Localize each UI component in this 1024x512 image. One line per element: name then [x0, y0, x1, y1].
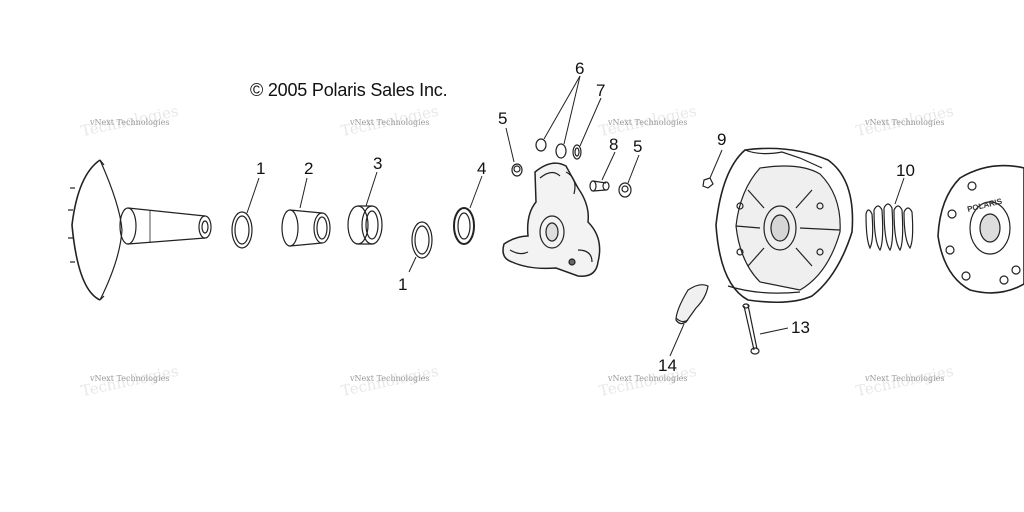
watermark: vNext Technologies: [350, 118, 430, 127]
callout-10: 10: [896, 161, 915, 180]
bushing-3: [347, 205, 383, 245]
washer-6b: [555, 143, 567, 159]
callout-2: 2: [304, 159, 314, 178]
cover-logo: POLARIS: [966, 196, 1003, 213]
watermark: vNext Technologies: [608, 374, 688, 383]
spring-10: [865, 203, 914, 252]
nut-9: [702, 177, 714, 189]
callout-3: 3: [373, 154, 383, 173]
washer-1b: [411, 221, 433, 259]
bolt-13: [742, 303, 760, 355]
callout-6: 6: [575, 59, 585, 78]
callout-8: 8: [609, 135, 619, 154]
callout-4: 4: [477, 159, 487, 178]
callout-1-lower: 1: [398, 275, 408, 294]
callout-1: 1: [256, 159, 266, 178]
roller-5b: [618, 182, 632, 198]
spider-assembly: [502, 162, 601, 277]
roller-5a: [511, 163, 523, 177]
movable-sheave: [715, 147, 854, 304]
cam-weight-14: [675, 284, 709, 325]
washer-1a: [231, 211, 253, 249]
callout-13: 13: [791, 318, 810, 337]
watermark: vNext Technologies: [350, 374, 430, 383]
callout-5-left: 5: [498, 109, 508, 128]
callout-9: 9: [717, 130, 727, 149]
washer-6a: [535, 138, 547, 152]
callout-5-right: 5: [633, 137, 643, 156]
ring-4: [453, 207, 475, 245]
watermark: vNext Technologies: [865, 374, 945, 383]
leader-lines: [246, 75, 905, 357]
callout-14: 14: [658, 356, 677, 375]
watermark: vNext Technologies: [608, 118, 688, 127]
watermark: vNext Technologies: [90, 374, 170, 383]
washer-7: [572, 144, 582, 160]
fixed-sheave-shaft: [68, 159, 212, 301]
callout-7: 7: [596, 81, 606, 100]
watermark: vNext Technologies: [865, 118, 945, 127]
bushing-2: [281, 209, 331, 247]
watermark: vNext Technologies: [90, 118, 170, 127]
copyright-notice: © 2005 Polaris Sales Inc.: [250, 80, 448, 100]
pin-8: [589, 180, 610, 192]
clutch-cover: [937, 164, 1024, 294]
